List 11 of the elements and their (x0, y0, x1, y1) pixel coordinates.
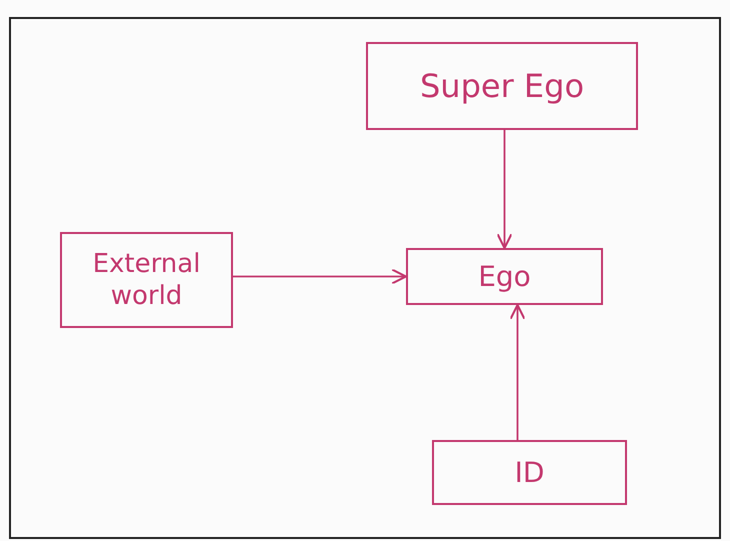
box-label: External world (92, 248, 202, 312)
process-box (432, 440, 627, 505)
box-label: ID (514, 455, 544, 490)
arrow (233, 268, 408, 285)
box-label: Super Ego (420, 66, 584, 106)
process-box (60, 232, 233, 328)
process-box (366, 42, 638, 130)
arrow (496, 130, 513, 250)
arrow (509, 304, 526, 440)
box-label: Ego (478, 259, 531, 294)
process-box (406, 248, 603, 305)
